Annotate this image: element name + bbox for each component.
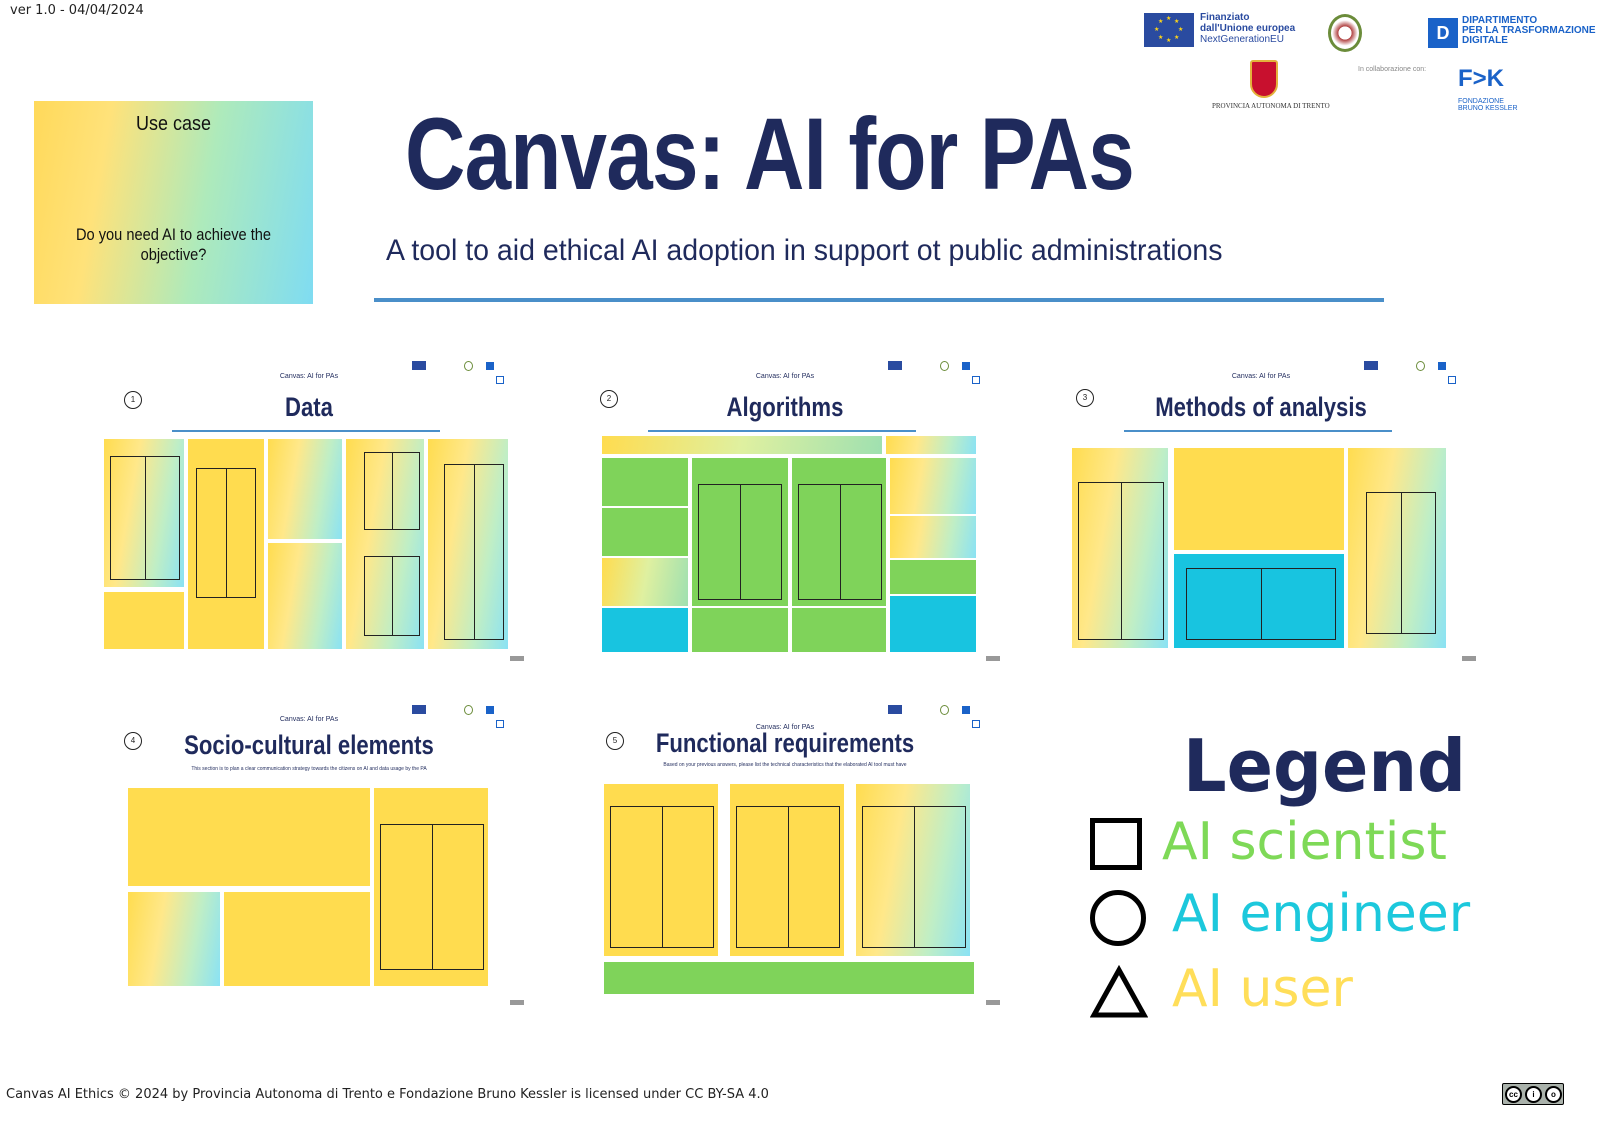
fbk-logo-icon: F>K [1458,65,1505,92]
italian-republic-emblem-icon [1328,14,1362,52]
thumbnail-canvas-label: Canvas: AI for PAs [279,716,339,723]
thumbnail-description: This section is to plan a clear communic… [191,766,427,772]
section-number: 4 [124,732,142,750]
use-case-box: Use case Do you need AI to achieve the o… [34,101,313,304]
thumbnail-title: Socio-cultural elements [184,730,434,760]
thumbnail-title: Data [285,392,333,422]
canvas-thumbnail-data: Canvas: AI for PAs 1 Data [94,356,524,661]
section-number: 2 [600,390,618,408]
canvas-thumbnail-functional-requirements: Canvas: AI for PAs 5 Functional requirem… [570,700,1000,1005]
thumbnail-title: Functional requirements [655,728,915,758]
dtd-text: DIPARTIMENTO PER LA TRASFORMAZIONE DIGIT… [1462,15,1596,46]
thumbnail-title: Methods of analysis [1155,392,1367,422]
license-footer: Canvas AI Ethics © 2024 by Provincia Aut… [6,1087,769,1102]
share-alike-icon: o [1545,1086,1562,1103]
thumbnail-description: Based on your previous answers, please l… [663,762,907,768]
thumbnail-logos [404,700,524,730]
thumbnail-title: Algorithms [726,392,844,422]
legend-label: AI engineer [1172,884,1471,944]
use-case-question: Do you need AI to achieve the objective? [75,225,272,264]
thumbnail-canvas-label: Canvas: AI for PAs [755,373,815,380]
legend-label: AI scientist [1162,812,1447,872]
page-title: Canvas: AI for PAs [405,97,1135,211]
section-number: 5 [606,732,624,750]
circle-icon [1090,890,1146,946]
eu-funding-text: Finanziato dall'Unione europea NextGener… [1200,12,1296,45]
thumbnail-canvas-label: Canvas: AI for PAs [755,724,815,731]
attribution-icon: i [1525,1086,1542,1103]
canvas-thumbnail-algorithms: Canvas: AI for PAs 2 Algorithms [570,356,1000,661]
collab-label: In collaborazione con: [1358,66,1427,73]
cc-license-badge[interactable]: cc i o [1502,1083,1564,1105]
section-number: 1 [124,391,142,409]
triangle-icon [1090,965,1148,1018]
use-case-title: Use case [135,113,212,135]
dtd-logo-icon: D [1428,18,1458,48]
trento-crest-icon [1250,60,1278,98]
canvas-thumbnail-socio-cultural-elements: Canvas: AI for PAs 4 Socio-cultural elem… [94,700,524,1005]
section-number: 3 [1076,389,1094,407]
cc-icon: cc [1505,1086,1522,1103]
version-label: ver 1.0 - 04/04/2024 [10,3,144,18]
thumbnail-logos [1356,356,1476,386]
canvas-thumbnail-methods-of-analysis: Canvas: AI for PAs 3 Methods of analysis [1046,356,1476,661]
square-icon [1090,818,1142,870]
page-subtitle: A tool to aid ethical AI adoption in sup… [386,234,1223,267]
legend-label: AI user [1172,959,1353,1019]
thumbnail-canvas-label: Canvas: AI for PAs [1231,373,1291,380]
thumbnail-logos [404,356,524,386]
thumbnail-logos [880,700,1000,730]
thumbnail-logos [880,356,1000,386]
title-divider [374,298,1384,302]
partner-logos: ★★★ ★★★ ★★ Finanziato dall'Unione europe… [1140,10,1600,120]
thumbnail-canvas-label: Canvas: AI for PAs [279,373,339,380]
eu-flag-icon: ★★★ ★★★ ★★ [1144,13,1194,47]
fbk-label: FONDAZIONE BRUNO KESSLER [1458,98,1518,112]
legend-title: Legend [1183,724,1466,808]
trento-label: PROVINCIA AUTONOMA DI TRENTO [1212,102,1330,110]
